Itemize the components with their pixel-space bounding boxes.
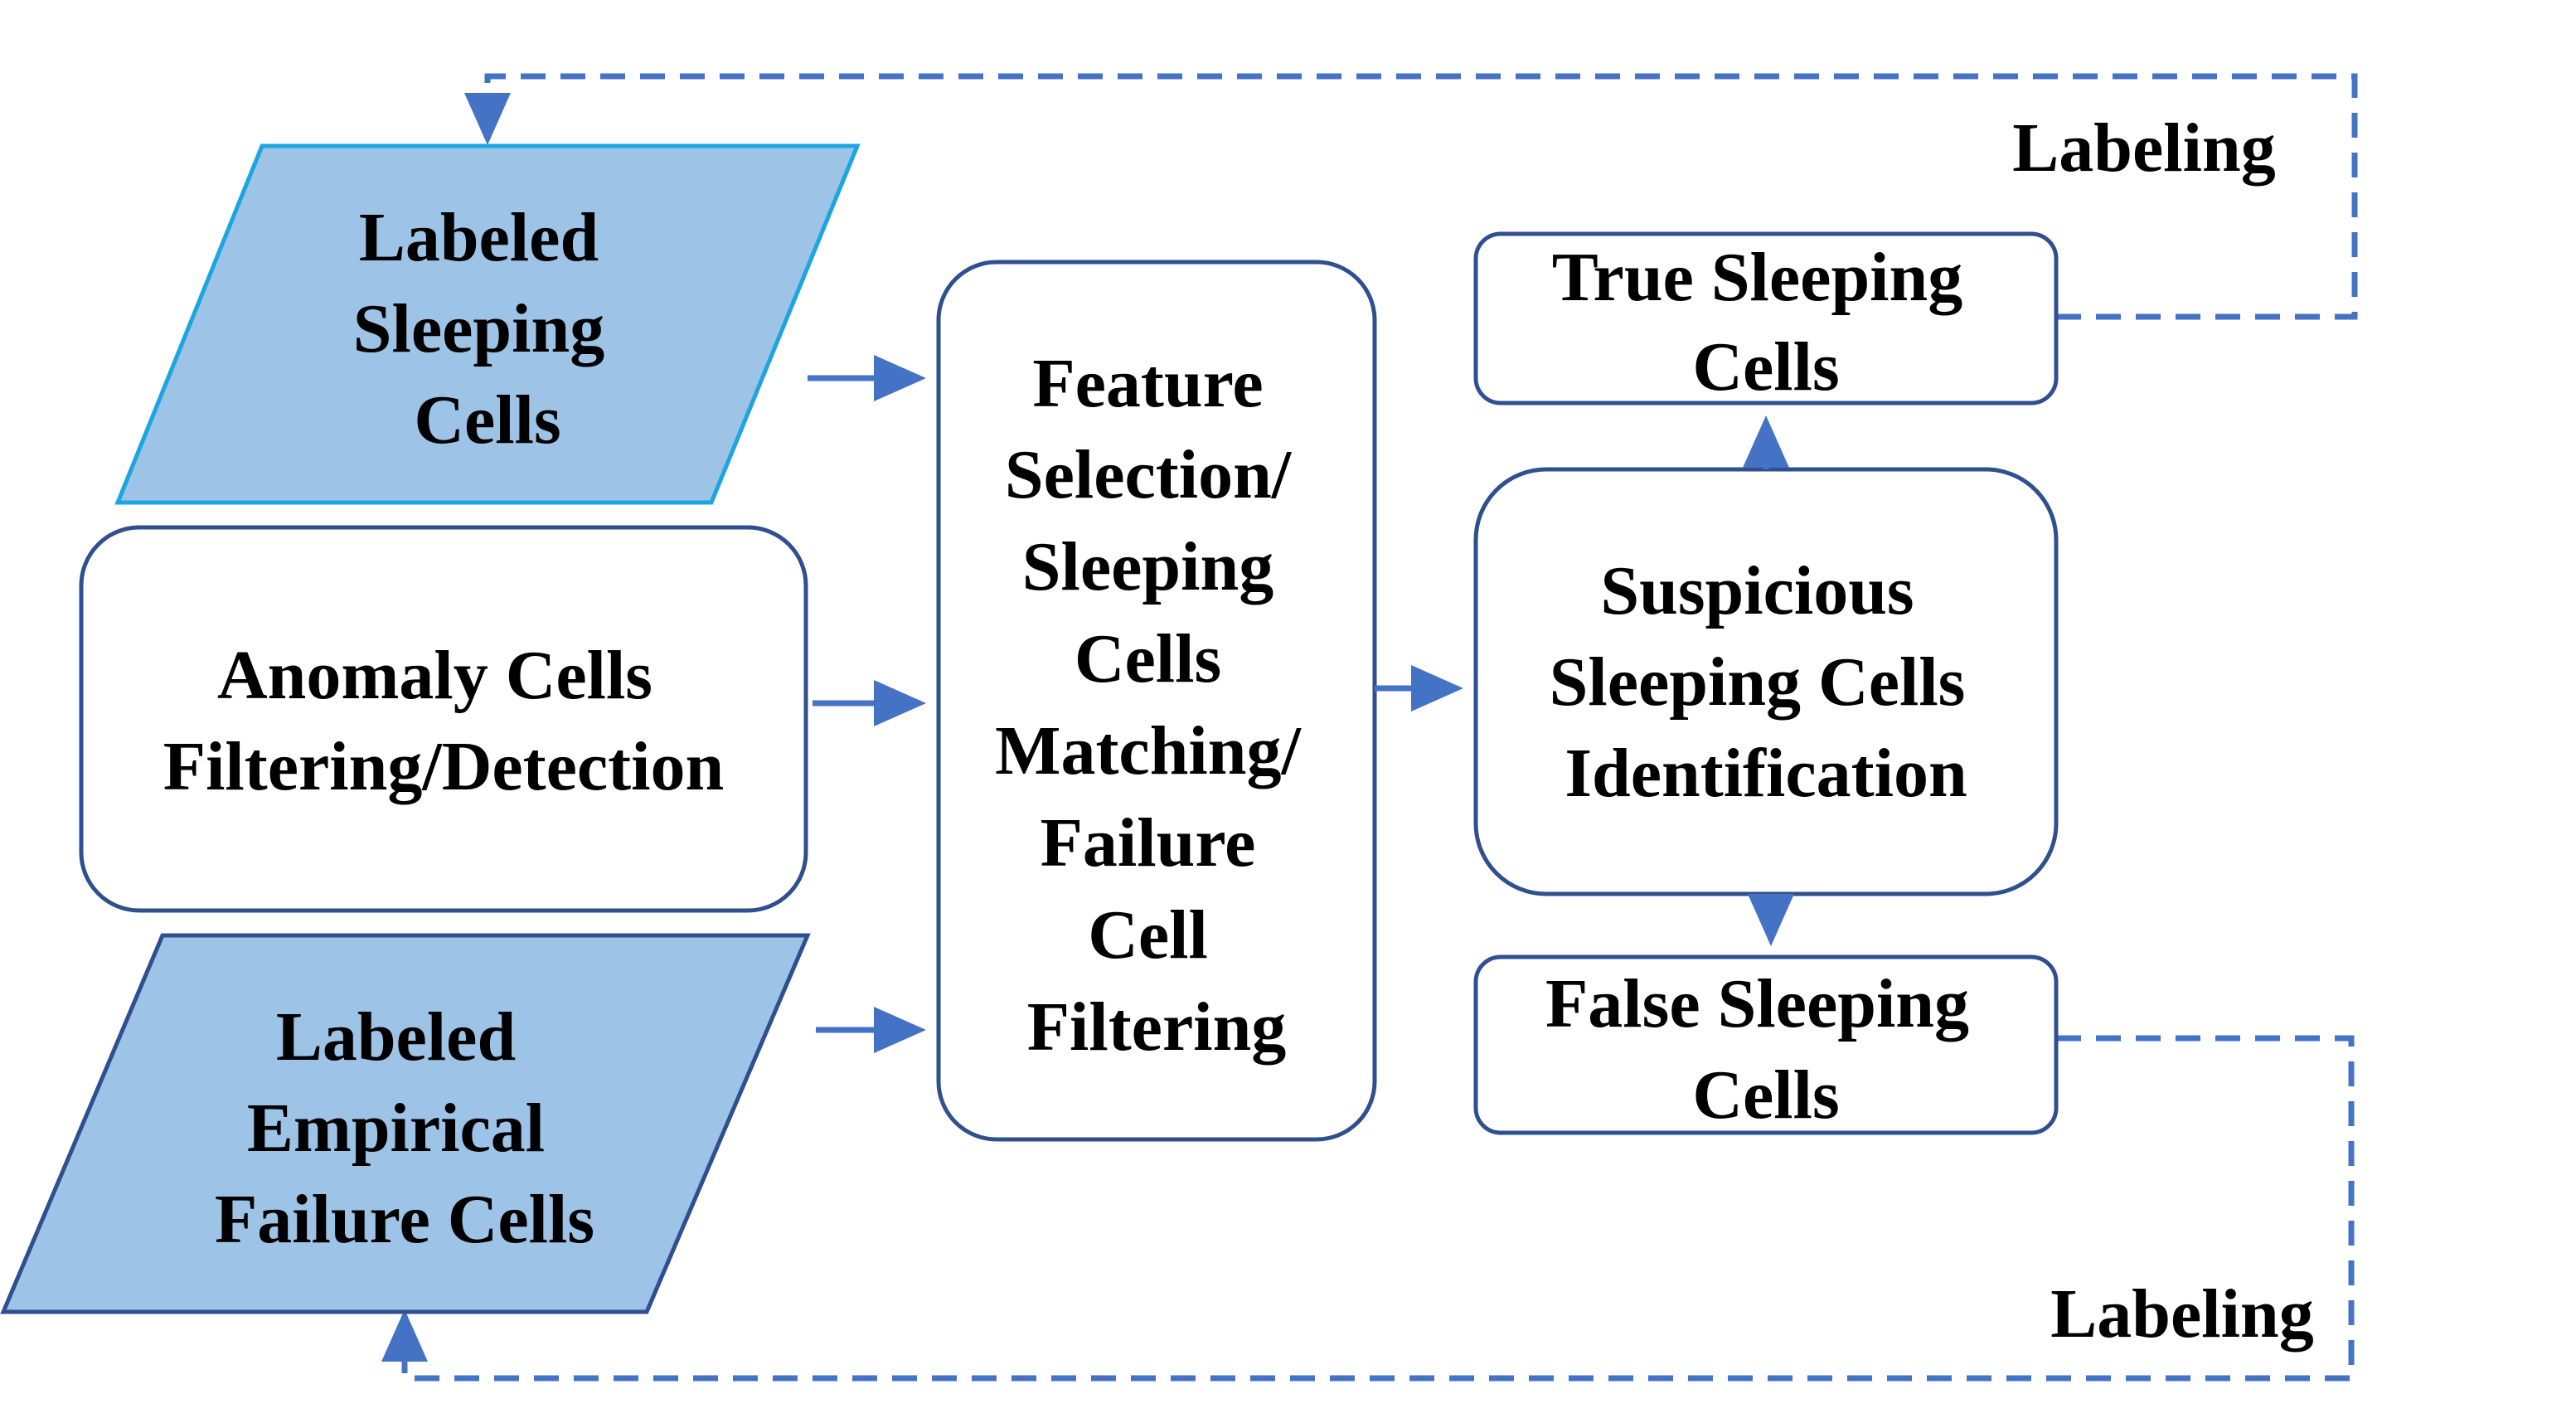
labeling-label-top: Labeling bbox=[2012, 109, 2275, 187]
false-sleeping-cells-node bbox=[1473, 954, 2059, 1135]
labeling-label-bottom: Labeling bbox=[2050, 1275, 2313, 1353]
labeling-loop-bottom bbox=[381, 1035, 2355, 1382]
feature-selection-text: Feature Selection/ Sleeping Cells Matchi… bbox=[995, 345, 1318, 1066]
true-sleeping-cells-text: True Sleeping Cells bbox=[1552, 239, 1980, 406]
labeled-sleeping-cells-node bbox=[114, 143, 861, 505]
true-sleeping-cells-node bbox=[1473, 231, 2059, 406]
anomaly-detection-node bbox=[79, 525, 808, 913]
suspicious-identification-text: Suspicious Sleeping Cells Identification bbox=[1550, 552, 1983, 812]
labeled-sleeping-cells-text: Labeled Sleeping Cells bbox=[353, 199, 622, 459]
labeled-empirical-failure-cells-node bbox=[0, 933, 811, 1314]
feature-selection-node bbox=[936, 260, 1377, 1142]
false-sleeping-cells-text: False Sleeping Cells bbox=[1545, 965, 1987, 1134]
anomaly-detection-text: Anomaly Cells Filtering/Detection bbox=[163, 637, 724, 805]
labeling-loop-top bbox=[464, 73, 2358, 320]
labeled-empirical-failure-cells-text: Labeled Empirical Failure Cells bbox=[215, 998, 594, 1258]
